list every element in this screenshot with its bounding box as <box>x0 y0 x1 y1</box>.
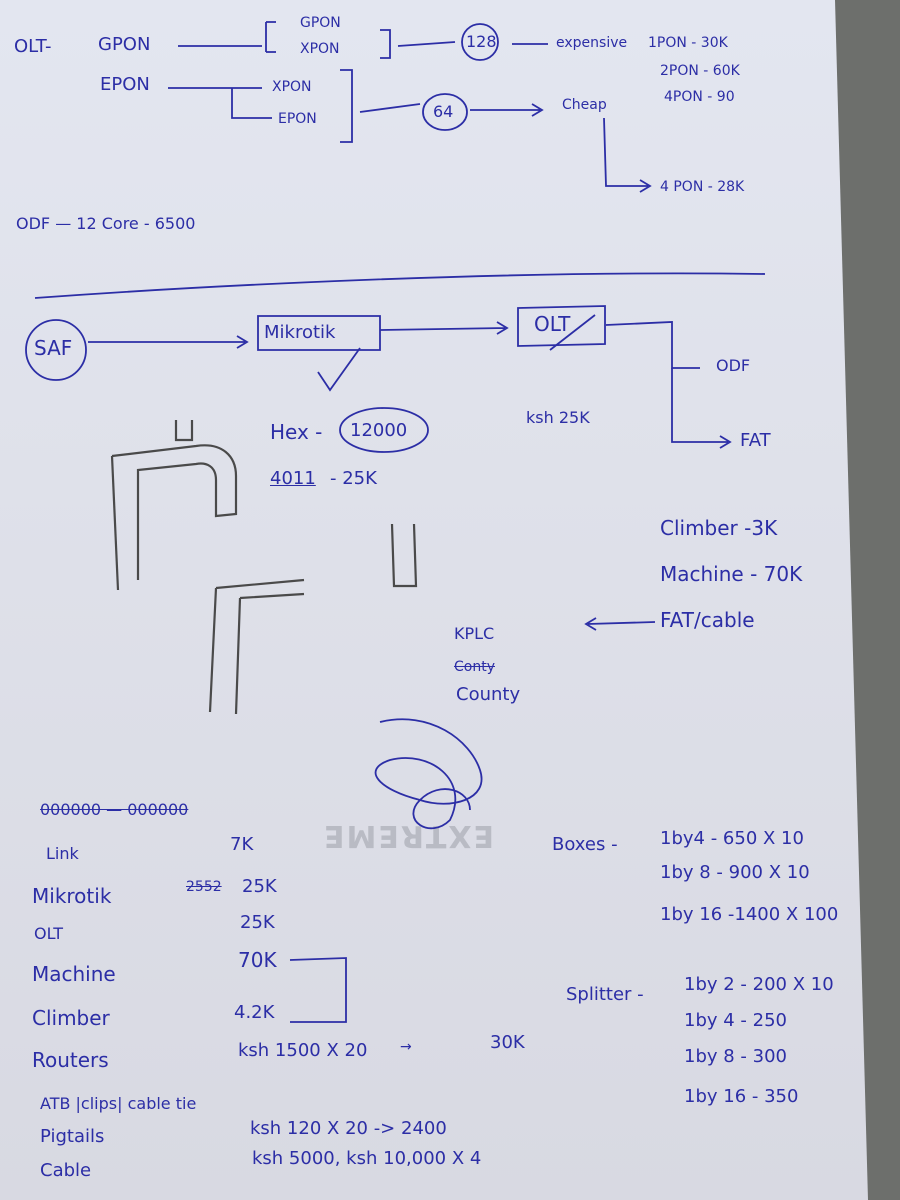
epon-sub-epon: EPON <box>278 111 317 127</box>
expensive-label: expensive <box>556 35 628 51</box>
hex-label: Hex - <box>270 420 323 444</box>
splitter-item-1by2: 1by 2 - 200 X 10 <box>684 974 834 995</box>
count-128: 128 <box>466 32 497 51</box>
cost-pigtails-value: ksh 120 X 20 -> 2400 <box>250 1118 447 1139</box>
costs-header-struck: 000000 — 000000 <box>40 800 189 819</box>
cost-atb-label: ATB |clips| cable tie <box>40 1094 197 1113</box>
kplc-label: KPLC <box>454 624 495 643</box>
cost-mikrotik-value: 25K <box>242 876 277 897</box>
cheap-price: 4 PON - 28K <box>660 179 745 195</box>
splitter-item-1by4: 1by 4 - 250 <box>684 1010 787 1031</box>
gpon-label: GPON <box>98 34 151 55</box>
fat-cable-label: FAT/cable <box>660 608 755 632</box>
gpon-sub-xpon: XPON <box>300 41 340 57</box>
cost-mikrotik-label: Mikrotik <box>32 884 112 908</box>
mikrotik-node: Mikrotik <box>264 322 336 343</box>
saf-node: SAF <box>34 336 73 360</box>
cheap-label: Cheap <box>562 97 607 113</box>
cost-climber-label: Climber <box>32 1006 110 1030</box>
fat-node: FAT <box>740 430 771 451</box>
county-struck: Conty <box>454 659 495 675</box>
router-4011-label: 4011 <box>270 468 316 489</box>
cost-machine-value: 70K <box>238 948 277 972</box>
cost-climber-value: 4.2K <box>234 1002 275 1023</box>
splitter-item-1by16: 1by 16 - 350 <box>684 1086 799 1107</box>
cost-mikrotik-struck: 2552 <box>186 879 222 895</box>
epon-sub-xpon: XPON <box>272 79 312 95</box>
machine-price: Machine - 70K <box>660 562 803 586</box>
splitter-label: Splitter - <box>566 984 644 1005</box>
cost-routers-value: ksh 1500 X 20 <box>238 1040 368 1061</box>
cost-link-value: 7K <box>230 834 254 855</box>
boxes-label: Boxes - <box>552 834 618 855</box>
cost-cable-label: Cable <box>40 1160 92 1181</box>
odf-node: ODF <box>716 356 751 375</box>
boxes-item-1by16: 1by 16 -1400 X 100 <box>660 904 839 925</box>
county-label: County <box>456 684 521 705</box>
boxes-item-1by8: 1by 8 - 900 X 10 <box>660 862 810 883</box>
olt-label: OLT- <box>14 36 52 57</box>
price-1pon: 1PON - 30K <box>648 35 728 51</box>
router-4011-price: - 25K <box>330 468 377 489</box>
climber-price: Climber -3K <box>660 516 778 540</box>
cost-routers-result: 30K <box>490 1032 525 1053</box>
price-2pon: 2PON - 60K <box>660 63 740 79</box>
routers-arrow: → <box>400 1039 412 1055</box>
cost-machine-label: Machine <box>32 962 116 986</box>
olt-node: OLT <box>534 312 571 336</box>
cost-olt-value: 25K <box>240 912 275 933</box>
cost-pigtails-label: Pigtails <box>40 1126 105 1147</box>
price-4pon: 4PON - 90 <box>664 89 735 105</box>
hex-price: 12000 <box>350 420 408 441</box>
boxes-item-1by4: 1by4 - 650 X 10 <box>660 828 804 849</box>
cost-olt-label: OLT <box>34 924 64 943</box>
odf-note: ODF — 12 Core - 6500 <box>16 214 196 233</box>
count-64: 64 <box>433 102 454 121</box>
cost-cable-value: ksh 5000, ksh 10,000 X 4 <box>252 1148 482 1169</box>
epon-label: EPON <box>100 74 150 95</box>
olt-price: ksh 25K <box>526 408 590 427</box>
splitter-item-1by8: 1by 8 - 300 <box>684 1046 787 1067</box>
gpon-sub-gpon: GPON <box>300 15 341 31</box>
cost-routers-label: Routers <box>32 1048 109 1072</box>
cost-link-label: Link <box>46 844 79 863</box>
